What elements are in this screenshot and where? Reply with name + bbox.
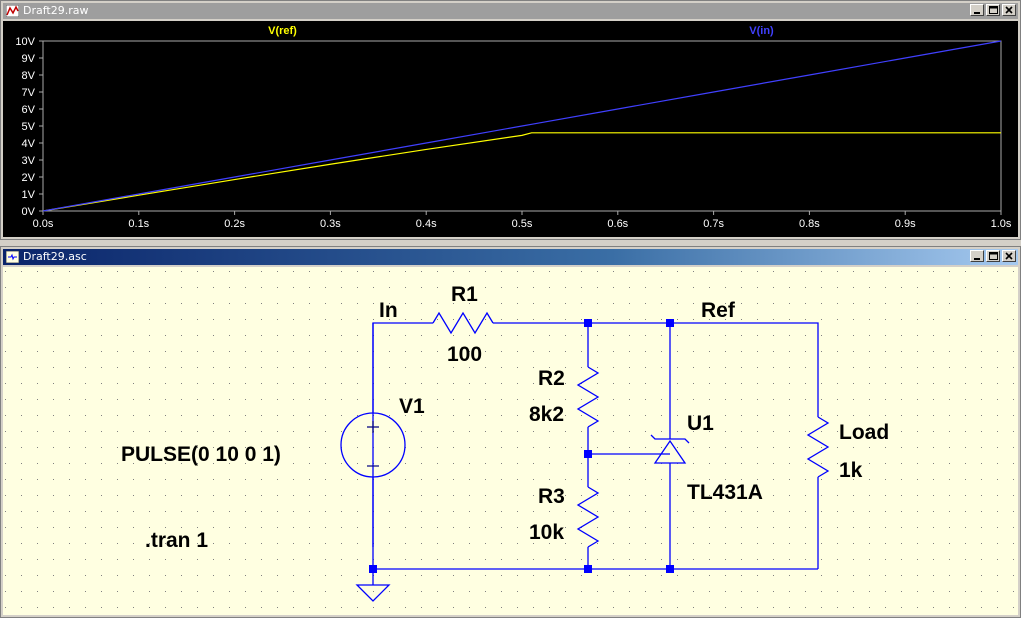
schematic-window-title: Draft29.asc bbox=[23, 250, 87, 263]
legend-label[interactable]: V(ref) bbox=[268, 25, 297, 37]
junction-dot bbox=[584, 450, 592, 458]
v1-value[interactable]: PULSE(0 10 0 1) bbox=[121, 443, 281, 466]
load-value[interactable]: 1k bbox=[839, 459, 863, 482]
schematic-icon bbox=[6, 251, 19, 263]
junction-dot bbox=[666, 319, 674, 327]
plot-window-titlebar[interactable]: Draft29.raw bbox=[3, 3, 1018, 19]
x-tick-label: 0.6s bbox=[607, 218, 628, 230]
r3-resistor[interactable] bbox=[576, 486, 600, 548]
ground-icon[interactable] bbox=[355, 584, 391, 602]
y-tick-label: 7V bbox=[22, 87, 36, 99]
u1-value[interactable]: TL431A bbox=[687, 481, 763, 504]
u1-name[interactable]: U1 bbox=[687, 412, 714, 435]
schematic-close-button[interactable] bbox=[1002, 250, 1016, 262]
r1-resistor[interactable] bbox=[432, 311, 494, 335]
schematic-maximize-button[interactable] bbox=[986, 250, 1000, 262]
r3-name[interactable]: R3 bbox=[538, 485, 565, 508]
y-tick-label: 0V bbox=[22, 206, 36, 218]
load-resistor[interactable] bbox=[806, 416, 830, 478]
y-tick-label: 6V bbox=[22, 104, 36, 116]
schematic-window: Draft29.asc bbox=[0, 246, 1021, 618]
y-tick-label: 3V bbox=[22, 155, 36, 167]
r2-resistor[interactable] bbox=[576, 366, 600, 428]
load-name[interactable]: Load bbox=[839, 421, 889, 444]
x-tick-label: 0.9s bbox=[895, 218, 916, 230]
waveform-chart[interactable]: 0V 1V 2V 3V 4V 5V 6V 7V 8V 9V 10V 0.0s 0.1s 0.2s 0.3s 0… bbox=[3, 21, 1018, 237]
x-tick-label: 0.1s bbox=[128, 218, 149, 230]
series-line-vin[interactable] bbox=[42, 40, 1002, 212]
x-tick-label: 0.4s bbox=[416, 218, 437, 230]
junction-dot bbox=[369, 565, 377, 573]
plot-maximize-button[interactable] bbox=[986, 4, 1000, 16]
x-tick-label: 0.7s bbox=[703, 218, 724, 230]
y-tick-label: 9V bbox=[22, 53, 36, 65]
x-tick-label: 0.5s bbox=[512, 218, 533, 230]
y-tick-label: 8V bbox=[22, 70, 36, 82]
u1-cathode-bar bbox=[650, 434, 690, 444]
v1-name[interactable]: V1 bbox=[399, 395, 425, 418]
r1-value[interactable]: 100 bbox=[447, 343, 482, 366]
legend-label[interactable]: V(in) bbox=[749, 25, 774, 37]
y-tick-label: 5V bbox=[22, 121, 36, 133]
junction-dot bbox=[584, 565, 592, 573]
u1-tl431[interactable] bbox=[653, 439, 687, 464]
schematic-drawing[interactable]: In Ref R1 100 R2 8k2 R3 10k V1 PULSE(0 1… bbox=[3, 267, 1018, 617]
y-tick-label: 10V bbox=[15, 36, 35, 48]
schematic-canvas[interactable]: In Ref R1 100 R2 8k2 R3 10k V1 PULSE(0 1… bbox=[3, 267, 1018, 617]
r1-name[interactable]: R1 bbox=[451, 283, 478, 306]
maximize-icon bbox=[988, 252, 998, 260]
x-tick-label: 1.0s bbox=[991, 218, 1012, 230]
y-tick-label: 4V bbox=[22, 138, 36, 150]
minimize-icon bbox=[974, 12, 980, 14]
net-label-ref[interactable]: Ref bbox=[701, 299, 736, 322]
close-icon bbox=[1005, 6, 1013, 14]
close-icon bbox=[1005, 252, 1013, 260]
waveform-icon bbox=[6, 5, 19, 17]
plot-window-title: Draft29.raw bbox=[23, 4, 89, 17]
x-tick-label: 0.2s bbox=[224, 218, 245, 230]
junction-dot bbox=[666, 565, 674, 573]
plot-close-button[interactable] bbox=[1002, 4, 1016, 16]
y-tick-label: 1V bbox=[22, 189, 36, 201]
r2-value[interactable]: 8k2 bbox=[529, 403, 564, 426]
x-tick-label: 0.3s bbox=[320, 218, 341, 230]
net-label-in[interactable]: In bbox=[379, 299, 398, 322]
spice-directive[interactable]: .tran 1 bbox=[145, 529, 208, 552]
series-line-vref[interactable] bbox=[42, 132, 1001, 212]
schematic-minimize-button[interactable] bbox=[970, 250, 984, 262]
junction-dot bbox=[584, 319, 592, 327]
schematic-window-titlebar[interactable]: Draft29.asc bbox=[3, 249, 1018, 265]
r3-value[interactable]: 10k bbox=[529, 521, 564, 544]
maximize-icon bbox=[988, 6, 998, 14]
y-tick-label: 2V bbox=[22, 172, 36, 184]
r2-name[interactable]: R2 bbox=[538, 367, 565, 390]
plot-area[interactable]: 0V 1V 2V 3V 4V 5V 6V 7V 8V 9V 10V 0.0s 0.1s 0.2s 0.3s 0… bbox=[3, 21, 1018, 237]
plot-minimize-button[interactable] bbox=[970, 4, 984, 16]
plus-icon bbox=[367, 421, 379, 433]
minimize-icon bbox=[974, 258, 980, 260]
x-tick-label: 0.8s bbox=[799, 218, 820, 230]
x-tick-label: 0.0s bbox=[33, 218, 54, 230]
wire-top[interactable] bbox=[493, 322, 819, 417]
